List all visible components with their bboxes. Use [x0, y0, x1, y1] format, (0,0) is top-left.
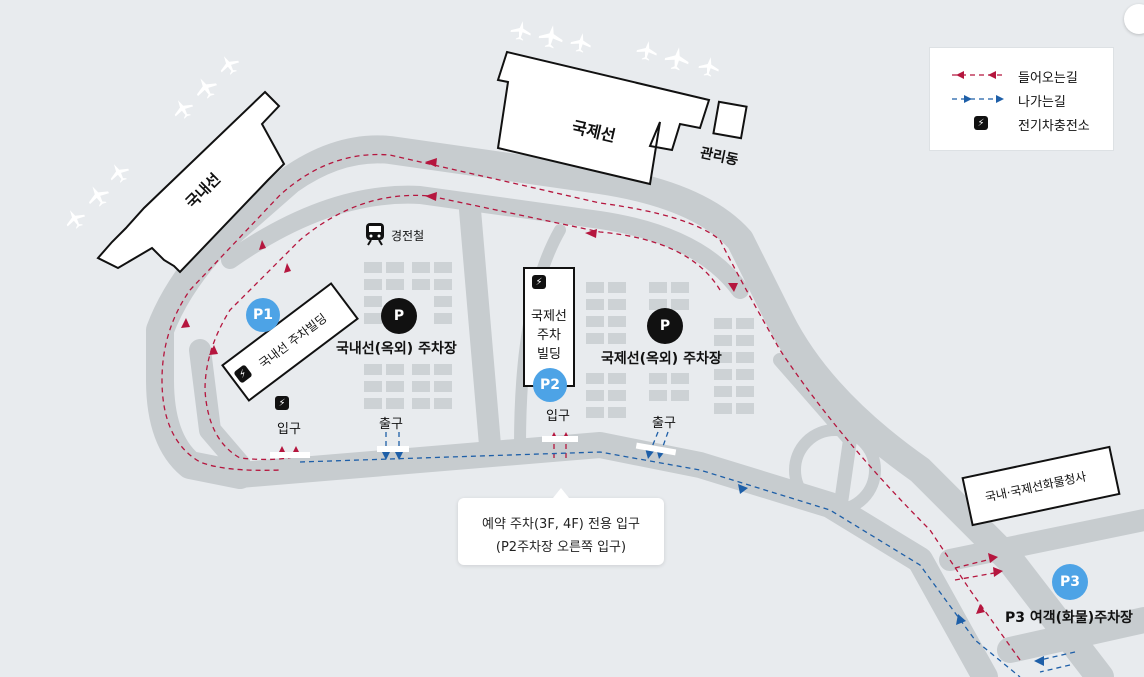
callout-line1: 예약 주차(3F, 4F) 전용 입구 [482, 517, 640, 532]
domestic-outdoor-parking-badge[interactable]: P [381, 298, 417, 334]
p2-ev-charger-icon: ⚡ [532, 275, 546, 289]
p2-building-label-line3: 빌딩 [537, 347, 561, 362]
p1-entrance-label: 입구 [277, 422, 301, 437]
p3-parking-label: P3 여객(화물)주차장 [1005, 610, 1133, 626]
international-terminal-shape [496, 50, 748, 186]
p2-badge[interactable]: P2 [533, 368, 567, 402]
legend-incoming-label: 들어오는길 [1018, 71, 1078, 86]
legend-outgoing: 나가는길 [930, 89, 1113, 110]
domestic-outdoor-parking-label: 국내선(옥외) 주차장 [336, 341, 457, 357]
international-exit-label: 출구 [652, 416, 676, 431]
p1-entrance-ev-charger-icon: ⚡ [275, 396, 289, 410]
international-outdoor-parking-label: 국제선(옥외) 주차장 [601, 351, 722, 367]
legend-ev-label: 전기차충전소 [1018, 119, 1090, 134]
gate-markers [270, 436, 677, 458]
incoming-line-icon [952, 71, 1006, 79]
legend-outgoing-label: 나가는길 [1018, 95, 1066, 110]
p2-entrance-label: 입구 [546, 409, 570, 424]
outgoing-routes [299, 431, 1076, 677]
map-legend: 들어오는길 나가는길 ⚡ 전기차충전소 [929, 47, 1114, 151]
p3-badge[interactable]: P3 [1052, 564, 1088, 600]
callout-line2: (P2주차장 오른쪽 입구) [495, 540, 627, 555]
domestic-exit-label: 출구 [379, 417, 403, 432]
reserved-parking-callout: 예약 주차(3F, 4F) 전용 입구 (P2주차장 오른쪽 입구) [458, 488, 664, 565]
p1-badge[interactable]: P1 [246, 298, 280, 332]
fullscreen-button[interactable] [1124, 4, 1144, 34]
p2-building-label-line2: 주차 [537, 328, 561, 343]
outgoing-line-icon [952, 95, 1006, 103]
p2-building-label-line1: 국제선 [531, 309, 567, 324]
international-outdoor-parking-badge[interactable]: P [647, 308, 683, 344]
international-outdoor-lot [586, 282, 754, 418]
legend-ev: ⚡ 전기차충전소 [930, 113, 1113, 134]
domestic-outdoor-lot [364, 262, 452, 409]
train-label: 경전철 [391, 229, 425, 243]
legend-ev-charger-icon: ⚡ [974, 116, 988, 130]
cargo-building-shape [961, 445, 1121, 527]
domestic-terminal-shape [96, 90, 286, 274]
legend-incoming: 들어오는길 [930, 65, 1113, 86]
train-icon [364, 222, 386, 246]
